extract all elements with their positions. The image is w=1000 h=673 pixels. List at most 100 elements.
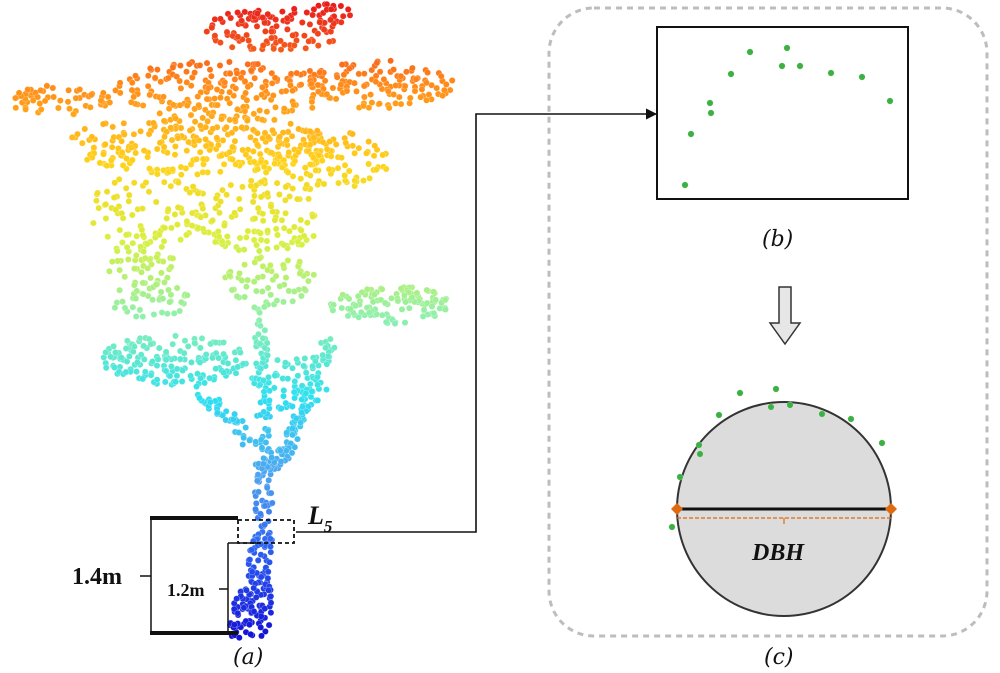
- tree-point: [177, 236, 184, 243]
- tree-point: [129, 303, 137, 311]
- tree-point: [310, 134, 318, 142]
- tree-point: [235, 195, 243, 203]
- circle-point: [695, 441, 703, 449]
- tree-point: [96, 159, 104, 167]
- tree-point: [221, 79, 229, 86]
- tree-point: [108, 157, 115, 164]
- tree-point: [196, 148, 204, 156]
- tree-point: [268, 28, 275, 35]
- tree-point: [241, 261, 248, 269]
- tree-point: [174, 134, 182, 142]
- tree-point: [144, 153, 151, 161]
- tree-point: [250, 110, 258, 118]
- slice-point: [706, 99, 714, 107]
- tree-point: [345, 295, 353, 303]
- tree-point: [280, 387, 288, 394]
- tree-point: [165, 286, 172, 294]
- tree-point: [306, 67, 314, 75]
- tree-point: [271, 74, 279, 82]
- tree-point: [264, 568, 272, 576]
- tree-point: [382, 318, 390, 326]
- tree-point: [202, 351, 210, 358]
- tree-point: [128, 211, 136, 219]
- tree-point: [282, 196, 289, 204]
- hollow-down-arrow-icon: [768, 286, 802, 346]
- slice-point: [796, 62, 804, 70]
- tree-point: [228, 286, 236, 294]
- tree-point: [412, 75, 420, 83]
- tree-point: [305, 277, 312, 285]
- tree-point: [294, 238, 302, 246]
- tree-point: [268, 69, 276, 77]
- tree-point: [325, 165, 333, 173]
- panel-b: (b): [656, 26, 909, 252]
- tree-point: [208, 72, 215, 80]
- tree-point: [283, 136, 291, 144]
- tree-point: [137, 243, 144, 250]
- tree-point: [388, 294, 395, 302]
- tree-point: [152, 198, 160, 206]
- tree-point: [255, 488, 262, 496]
- tree-point: [187, 111, 195, 119]
- tree-point: [319, 138, 327, 146]
- tree-point: [370, 152, 378, 160]
- tree-point: [238, 17, 245, 25]
- tree-point: [277, 458, 285, 465]
- tree-point: [139, 375, 146, 383]
- tree-point: [154, 66, 161, 73]
- tree-point: [123, 155, 130, 162]
- tree-point: [254, 557, 262, 564]
- tree-point: [187, 82, 195, 89]
- tree-point: [423, 97, 430, 104]
- tree-point: [284, 257, 292, 264]
- tree-point: [24, 86, 32, 93]
- tree-point: [263, 484, 271, 492]
- tree-point: [121, 131, 128, 138]
- tree-point: [166, 372, 174, 380]
- tree-point: [123, 231, 130, 239]
- tree-point: [229, 156, 236, 163]
- tree-point: [300, 285, 308, 293]
- tree-point: [220, 369, 227, 376]
- tree-point: [104, 233, 112, 240]
- tree-point: [217, 94, 224, 101]
- circle-point: [878, 439, 886, 447]
- circle-points: [668, 385, 886, 531]
- panel-b-label: (b): [762, 227, 793, 252]
- tree-point: [128, 86, 136, 94]
- tree-point: [273, 22, 280, 30]
- tree-point: [310, 6, 318, 13]
- tree-point: [111, 304, 119, 312]
- tree-point: [335, 179, 342, 187]
- tree-point: [338, 61, 346, 68]
- tree-point: [360, 82, 368, 90]
- tree-point: [196, 394, 203, 402]
- tree-point: [158, 309, 166, 316]
- tree-point: [118, 137, 125, 145]
- tree-point: [390, 66, 397, 73]
- tree-point: [223, 95, 231, 102]
- tree-point: [170, 310, 178, 317]
- tree-point: [199, 155, 207, 163]
- tree-point: [264, 245, 271, 253]
- tree-point: [65, 87, 72, 94]
- tree-point: [346, 12, 354, 19]
- tree-point: [199, 205, 207, 212]
- tree-point: [272, 16, 280, 23]
- tree-point: [246, 621, 253, 629]
- tree-point: [339, 291, 347, 299]
- tree-point: [157, 78, 164, 86]
- tree-point: [197, 374, 204, 382]
- tree-point: [401, 319, 409, 326]
- tree-point: [41, 97, 49, 105]
- tree-point: [127, 99, 135, 106]
- tree-point: [153, 253, 160, 261]
- detail-frame: [547, 6, 989, 638]
- tree-point: [398, 306, 406, 313]
- tree-point: [424, 69, 431, 76]
- tree-point: [180, 349, 188, 357]
- tree-point: [287, 70, 295, 78]
- tree-point: [340, 71, 348, 79]
- tree-point: [333, 73, 341, 81]
- tree-point: [420, 306, 428, 314]
